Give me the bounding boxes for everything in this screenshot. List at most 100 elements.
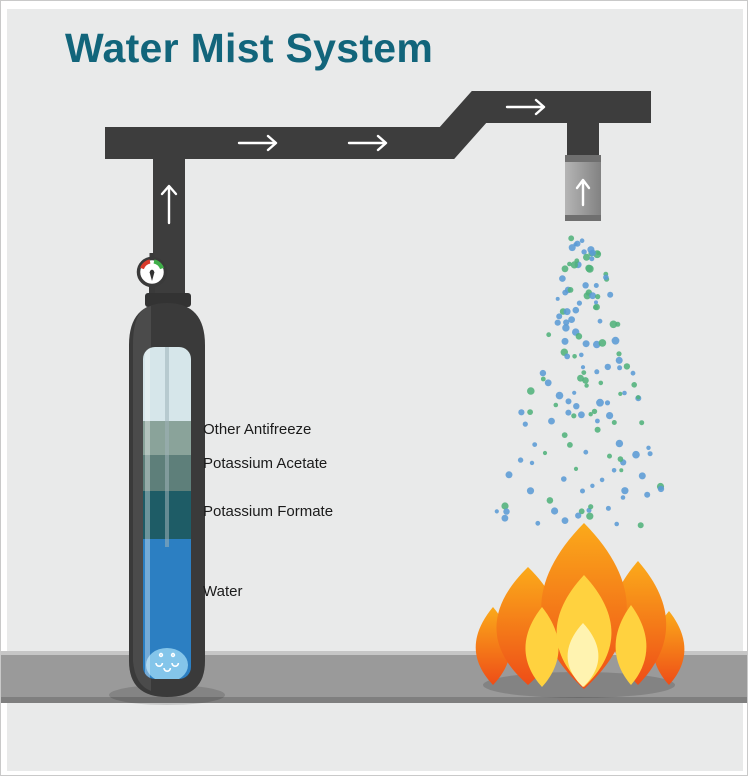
mist-droplet: [623, 363, 631, 370]
flow-arrow-icon-nozzle: [575, 178, 591, 207]
mist-droplet: [576, 300, 583, 306]
mist-droplet: [657, 485, 665, 493]
mist-droplet: [554, 319, 561, 326]
mist-droplet: [577, 374, 584, 382]
mist-droplet: [517, 457, 524, 463]
mist-droplet: [580, 488, 585, 494]
mist-droplet: [617, 365, 623, 371]
fire-flames: [475, 523, 685, 689]
mist-droplet: [604, 363, 611, 371]
mist-droplet: [583, 449, 589, 455]
mist-droplet: [559, 275, 566, 282]
mist-droplet: [578, 508, 585, 515]
mist-droplet: [611, 468, 617, 473]
mist-droplet: [611, 420, 617, 425]
mist-droplet: [501, 514, 509, 522]
mist-droplet: [586, 512, 594, 520]
mist-droplet: [526, 487, 535, 495]
mist-droplet: [644, 491, 651, 498]
mist-droplet: [594, 300, 598, 305]
mist-droplet: [595, 294, 601, 300]
label-water: Water: [203, 583, 243, 600]
mist-droplet: [620, 495, 626, 500]
mist-droplet: [564, 353, 571, 360]
mist-droplet: [573, 403, 580, 410]
mist-droplet: [594, 426, 601, 433]
mist-droplet: [572, 390, 577, 395]
mist-droplet: [565, 409, 572, 416]
mist-droplet: [551, 507, 559, 515]
mist-droplet: [544, 379, 552, 387]
mist-droplet: [589, 292, 596, 300]
pressure-gauge-icon: [136, 253, 168, 296]
mist-droplet: [596, 251, 601, 255]
mist-droplet: [539, 369, 547, 377]
mist-droplet: [646, 445, 651, 450]
flow-arrow-icon-right-2: [347, 134, 388, 152]
mist-droplet: [584, 383, 589, 388]
mist-droplet: [581, 370, 587, 375]
flow-arrow-icon-up-riser: [160, 184, 178, 225]
mist-droplet: [578, 411, 585, 419]
mist-droplet: [585, 264, 593, 272]
mist-droplet: [561, 476, 567, 482]
mist-droplet: [597, 318, 603, 324]
mist-droplet: [637, 522, 644, 529]
mist-droplet: [618, 391, 623, 396]
mist-droplet: [561, 337, 569, 345]
mist-droplet: [593, 304, 598, 310]
mist-droplet: [607, 453, 612, 459]
mist-droplet: [580, 365, 586, 370]
mist-droplet: [529, 460, 535, 466]
dip-tube: [165, 347, 169, 547]
mist-droplet: [617, 456, 624, 462]
mist-droplet: [562, 324, 570, 332]
flow-arrow-icon-right-3: [505, 98, 546, 116]
mist-droplet: [574, 240, 581, 247]
mist-droplet: [596, 398, 604, 407]
mist-droplet: [561, 517, 569, 524]
mist-droplet: [632, 450, 640, 459]
fire-core: [567, 623, 599, 687]
mist-droplet: [615, 439, 624, 448]
mist-droplet: [582, 282, 589, 289]
mist-droplet: [568, 316, 575, 323]
mist-droplet: [567, 287, 574, 293]
mist-droplet: [546, 497, 554, 504]
mist-droplet: [579, 352, 584, 358]
mist-droplet: [571, 413, 577, 419]
mist-droplet: [588, 504, 594, 510]
mist-droplet: [574, 258, 580, 264]
mist-droplet: [567, 261, 572, 267]
mist-droplet: [527, 387, 535, 395]
label-other-antifreeze: Other Antifreeze: [203, 421, 312, 438]
mist-droplet: [501, 502, 509, 510]
mist-droplet: [581, 249, 587, 255]
mist-droplet: [583, 253, 590, 261]
flow-arrow-icon-right-1: [237, 134, 278, 152]
mist-droplet: [540, 376, 546, 382]
mist-droplet: [588, 412, 593, 417]
mist-droplet: [599, 477, 605, 483]
mist-droplet: [593, 283, 599, 288]
mist-droplet: [555, 296, 560, 301]
mist-droplet: [546, 332, 552, 338]
mist-droplet: [589, 256, 595, 262]
mist-droplet: [494, 509, 499, 514]
mist-droplet: [636, 395, 641, 400]
mist-droplet: [535, 520, 541, 526]
mist-droplet: [598, 380, 604, 386]
mist-droplet: [575, 333, 583, 340]
mist-droplet: [614, 521, 619, 527]
mist-droplet: [542, 450, 548, 456]
mist-droplet: [621, 487, 629, 495]
mist-droplet: [605, 505, 611, 511]
mist-droplet: [589, 249, 596, 256]
mist-spray: [494, 235, 665, 529]
mist-droplet: [548, 417, 555, 425]
mist-droplet: [565, 398, 572, 405]
mist-droplet: [606, 412, 614, 420]
mist-droplet: [555, 391, 564, 400]
